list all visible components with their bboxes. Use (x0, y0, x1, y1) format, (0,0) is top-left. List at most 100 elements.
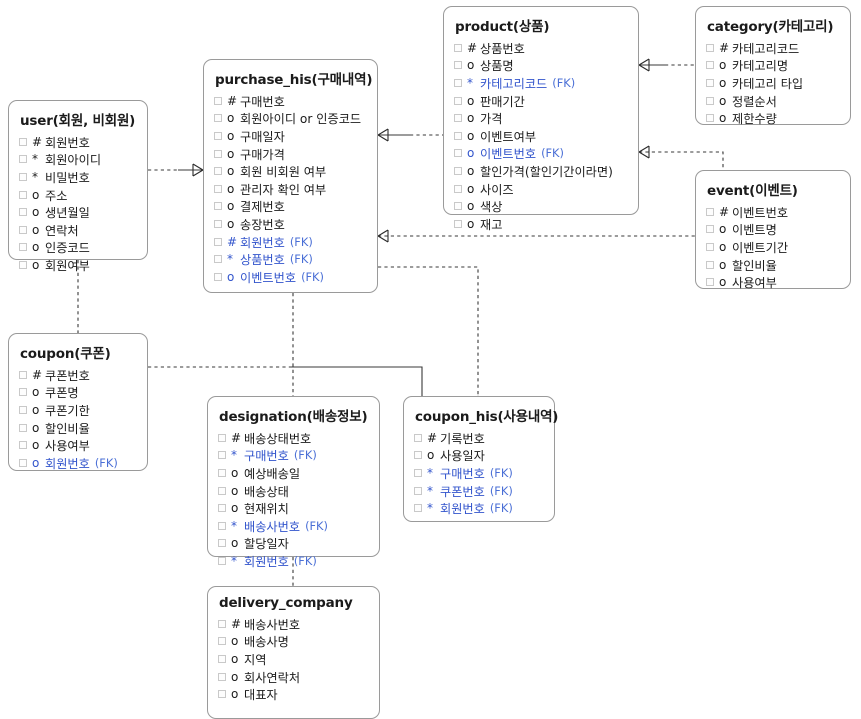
attribute-row[interactable]: *구매번호(FK) (414, 464, 544, 482)
checkbox-icon[interactable] (218, 433, 226, 442)
checkbox-icon[interactable] (454, 131, 462, 140)
checkbox-icon[interactable] (414, 486, 422, 495)
checkbox-icon[interactable] (19, 172, 27, 181)
checkbox-icon[interactable] (706, 242, 714, 251)
attribute-row[interactable]: *카테고리코드(FK) (454, 74, 628, 92)
checkbox-icon[interactable] (19, 155, 27, 164)
attribute-row[interactable]: *구매번호(FK) (218, 447, 369, 465)
attribute-row[interactable]: #배송사번호 (218, 615, 369, 633)
checkbox-icon[interactable] (706, 260, 714, 269)
checkbox-icon[interactable] (414, 504, 422, 513)
checkbox-icon[interactable] (214, 149, 222, 158)
attribute-row[interactable]: #상품번호 (454, 39, 628, 57)
checkbox-icon[interactable] (414, 451, 422, 460)
checkbox-icon[interactable] (19, 423, 27, 432)
checkbox-icon[interactable] (214, 96, 222, 105)
checkbox-icon[interactable] (454, 96, 462, 105)
checkbox-icon[interactable] (19, 243, 27, 252)
checkbox-icon[interactable] (218, 451, 226, 460)
attribute-row[interactable]: #기록번호 (414, 429, 544, 447)
checkbox-icon[interactable] (19, 458, 27, 467)
checkbox-icon[interactable] (19, 405, 27, 414)
checkbox-icon[interactable] (414, 468, 422, 477)
checkbox-icon[interactable] (19, 190, 27, 199)
checkbox-icon[interactable] (218, 486, 226, 495)
checkbox-icon[interactable] (218, 539, 226, 548)
checkbox-icon[interactable] (454, 114, 462, 123)
checkbox-icon[interactable] (19, 441, 27, 450)
checkbox-icon[interactable] (214, 202, 222, 211)
attribute-row[interactable]: *회원번호(FK) (218, 552, 369, 570)
checkbox-icon[interactable] (706, 96, 714, 105)
checkbox-icon[interactable] (706, 278, 714, 287)
checkbox-icon[interactable] (218, 556, 226, 565)
checkbox-icon[interactable] (706, 78, 714, 87)
checkbox-icon[interactable] (214, 255, 222, 264)
checkbox-icon[interactable] (19, 370, 27, 379)
checkbox-icon[interactable] (454, 149, 462, 158)
attribute-row[interactable]: #카테고리코드 (706, 39, 840, 57)
checkbox-icon[interactable] (214, 184, 222, 193)
checkbox-icon[interactable] (19, 388, 27, 397)
checkbox-icon[interactable] (454, 78, 462, 87)
checkbox-icon[interactable] (706, 61, 714, 70)
checkbox-icon[interactable] (454, 184, 462, 193)
checkbox-icon[interactable] (19, 208, 27, 217)
checkbox-icon[interactable] (214, 167, 222, 176)
checkbox-icon[interactable] (454, 219, 462, 228)
checkbox-icon[interactable] (214, 131, 222, 140)
attribute-row[interactable]: *회원아이디 (19, 151, 137, 169)
checkbox-icon[interactable] (214, 219, 222, 228)
attribute-row[interactable]: #배송상태번호 (218, 429, 369, 447)
checkbox-icon[interactable] (214, 237, 222, 246)
checkbox-icon[interactable] (19, 260, 27, 269)
checkbox-icon[interactable] (218, 690, 226, 699)
checkbox-icon[interactable] (218, 504, 226, 513)
checkbox-icon[interactable] (218, 672, 226, 681)
checkbox-icon[interactable] (214, 114, 222, 123)
checkbox-icon[interactable] (706, 225, 714, 234)
checkbox-icon[interactable] (454, 61, 462, 70)
attribute-row[interactable]: #구매번호 (214, 92, 367, 110)
attribute-row[interactable]: #쿠폰번호 (19, 366, 137, 384)
